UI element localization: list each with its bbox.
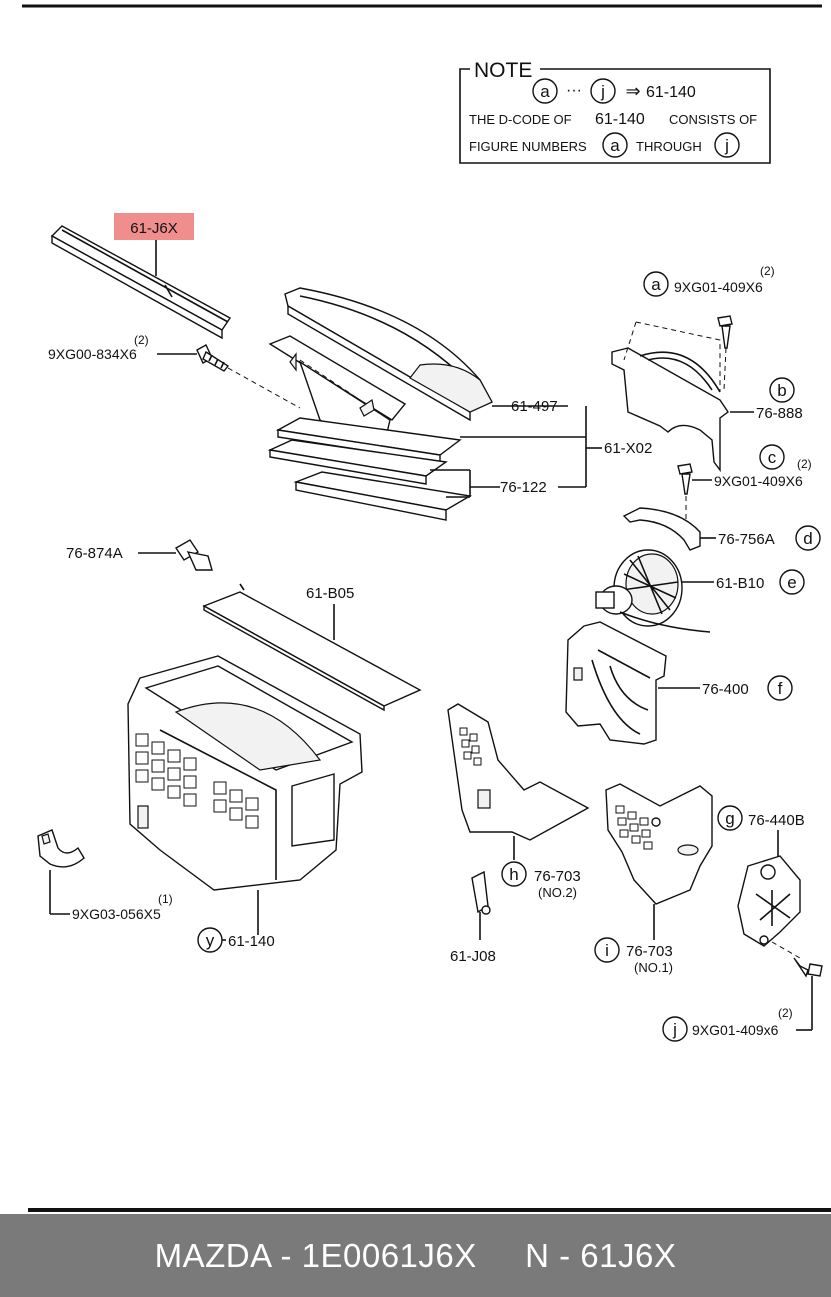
- exploded-parts-diagram: NOTE a ··· j ⇒ 61-140 THE D-CODE OF 61-1…: [22, 4, 831, 1212]
- note-range-sep: ···: [566, 82, 582, 99]
- callout-y-part: 61-140: [228, 933, 275, 950]
- callout-61-b05: 61-B05: [306, 585, 354, 602]
- blower-case-61-140-part: [127, 655, 363, 891]
- note-box: NOTE a ··· j ⇒ 61-140 THE D-CODE OF 61-1…: [459, 59, 771, 164]
- footer-bar: MAZDA - 1E0061J6X N - 61J6X: [0, 1214, 831, 1297]
- callout-j-part: 9XG01-409x6: [692, 1022, 779, 1038]
- callout-i-letter: i: [605, 941, 609, 960]
- actuator-76-440b-part: [737, 855, 801, 947]
- callout-y-letter: y: [206, 931, 215, 950]
- callout-g-part: 76-440B: [748, 812, 805, 829]
- screw-9xg00-part: [196, 344, 230, 372]
- note-range-from: a: [540, 82, 550, 101]
- note-line3-mid: THROUGH: [636, 139, 702, 154]
- footer-catalog-number: N - 61J6X: [525, 1236, 677, 1274]
- callout-h-letter: h: [509, 865, 518, 884]
- callout-9xg03-qty: (1): [158, 892, 173, 906]
- note-line2-code: 61-140: [595, 111, 645, 128]
- callout-j-letter: j: [672, 1020, 677, 1039]
- screw-a-part: [717, 315, 733, 349]
- note-line3-from: a: [610, 136, 620, 155]
- callout-9xg00-qty: (2): [134, 333, 149, 347]
- screw-c-part: [677, 463, 693, 495]
- callout-c-letter: c: [768, 448, 777, 467]
- note-line3-to: j: [724, 136, 729, 155]
- callout-76-874a: 76-874A: [66, 545, 123, 562]
- callout-f-letter: f: [778, 679, 783, 698]
- duct-76-703-no1-part: [605, 783, 713, 905]
- callout-61-j6x: 61-J6X: [130, 220, 178, 237]
- clip-76-756a-part: [622, 507, 701, 551]
- callout-9xg03: 9XG03-056X5: [72, 906, 161, 922]
- callout-i-sub: (NO.1): [634, 960, 673, 975]
- callout-76-122: 76-122: [500, 479, 547, 496]
- callout-a-letter: a: [651, 275, 661, 294]
- filter-strip-part: [50, 225, 232, 340]
- note-range-to: j: [600, 82, 605, 101]
- note-line2-suffix: CONSISTS OF: [669, 112, 757, 127]
- callout-b-part: 76-888: [756, 405, 803, 422]
- plate-61-b05-part: [202, 583, 422, 712]
- callout-i-part: 76-703: [626, 943, 673, 960]
- plug-76-874a-part: [175, 539, 213, 571]
- fan-case-76-400-part: [565, 621, 667, 745]
- callout-j-qty: (2): [778, 1006, 793, 1020]
- callout-h-part: 76-703: [534, 868, 581, 885]
- callout-61-497: 61-497: [511, 398, 558, 415]
- callout-61-j08: 61-J08: [450, 948, 496, 965]
- callout-h-sub: (NO.2): [538, 885, 577, 900]
- screw-j-part: [793, 957, 823, 978]
- cover-61-497-part: [284, 287, 493, 422]
- bracket-76-888-part: [611, 347, 729, 473]
- callout-f-part: 76-400: [702, 681, 749, 698]
- callout-c-part: 9XG01-409X6: [714, 473, 803, 489]
- callout-g-letter: g: [725, 809, 734, 828]
- highlight-61-j6x: [114, 213, 194, 240]
- callout-61-x02: 61-X02: [604, 440, 652, 457]
- callout-a-part: 9XG01-409X6: [674, 279, 763, 295]
- callout-d-part: 76-756A: [718, 531, 775, 548]
- callout-d-letter: d: [803, 529, 812, 548]
- note-line2-prefix: THE D-CODE OF: [469, 112, 572, 127]
- callout-e-letter: e: [787, 573, 796, 592]
- callout-a: a (2) 9XG01-409X6: [643, 264, 775, 297]
- callout-a-qty: (2): [760, 264, 775, 278]
- note-arrow: ⇒: [625, 81, 640, 101]
- callout-c-qty: (2): [797, 457, 812, 471]
- callout-9xg00: 9XG00-834X6: [48, 346, 137, 362]
- note-line3-prefix: FIGURE NUMBERS: [469, 139, 587, 154]
- blower-motor-part: [595, 549, 711, 633]
- clip-61-j08-part: [471, 870, 491, 915]
- note-range-code: 61-140: [646, 84, 696, 101]
- clip-9xg03-part: [37, 829, 85, 868]
- note-title: NOTE: [474, 59, 532, 82]
- filter-case-part: [267, 335, 473, 521]
- footer-spacer: [477, 1237, 525, 1275]
- duct-76-703-no2-part: [447, 703, 590, 841]
- callout-e-part: 61-B10: [716, 575, 764, 592]
- callout-b-letter: b: [777, 381, 786, 400]
- footer-brand-part-number: MAZDA - 1E0061J6X: [154, 1236, 477, 1274]
